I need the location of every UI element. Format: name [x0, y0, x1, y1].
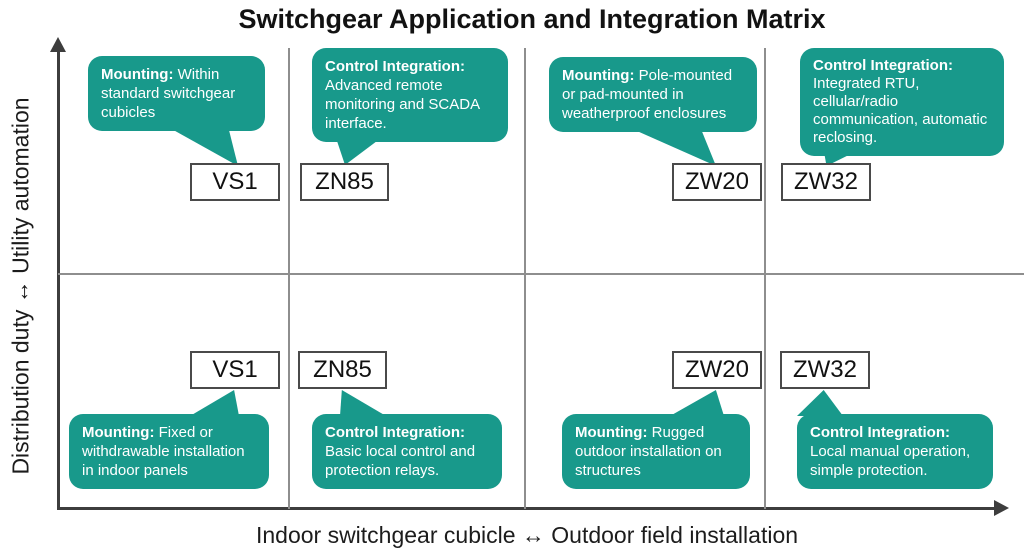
diagram-title: Switchgear Application and Integration M… — [238, 4, 826, 34]
product-box-zw20-top: ZW20 — [672, 163, 762, 201]
product-label: ZN85 — [315, 168, 374, 195]
callout-label: Control Integration: — [813, 57, 953, 74]
callout-label: Control Integration: — [325, 424, 465, 441]
callout-tail-zw20-top — [628, 127, 716, 166]
callout-zw20-top: Mounting: Pole-mounted or pad-mounted in… — [549, 57, 757, 132]
grid-divider-vertical-2 — [524, 48, 526, 509]
grid-divider-vertical-1 — [288, 48, 290, 509]
callout-label: Mounting: — [82, 424, 155, 441]
product-box-vs1-bottom: VS1 — [190, 351, 280, 389]
product-box-zn85-bottom: ZN85 — [298, 351, 387, 389]
callout-zw20-bottom: Mounting: Rugged outdoor installation on… — [562, 414, 750, 489]
product-box-zw32-top: ZW32 — [781, 163, 871, 201]
product-label: VS1 — [212, 356, 258, 383]
callout-vs1-bottom: Mounting: Fixed or withdrawable installa… — [69, 414, 269, 489]
callout-zw32-top: Control Integration: Integrated RTU, cel… — [800, 48, 1004, 156]
callout-tail-vs1-top — [168, 127, 238, 166]
product-label: ZW32 — [793, 168, 858, 195]
callout-text: Local manual operation, simple protectio… — [810, 443, 971, 479]
callout-text: Advanced remote monitoring and SCADA int… — [325, 77, 480, 132]
callout-vs1-top: Mounting: Within standard switchgear cub… — [88, 56, 265, 131]
x-axis-label: Indoor switchgear cubicle ↔ Outdoor fiel… — [255, 522, 799, 548]
callout-zn85-bottom: Control Integration: Basic local control… — [312, 414, 502, 489]
callout-text: Within standard switchgear cubicles — [101, 66, 236, 121]
callout-text: Integrated RTU, cellular/radio communica… — [813, 75, 988, 146]
callout-label: Mounting: — [101, 66, 174, 83]
y-axis-arrowhead-icon — [50, 37, 66, 52]
x-axis-line — [57, 507, 996, 510]
product-box-zw20-bottom: ZW20 — [672, 351, 762, 389]
grid-divider-vertical-3 — [764, 48, 766, 509]
callout-label: Control Integration: — [325, 58, 465, 75]
product-label: ZW20 — [684, 356, 749, 383]
product-box-zw32-bottom: ZW32 — [780, 351, 870, 389]
callout-tail-zw20-bottom — [670, 390, 724, 416]
callout-text: Fixed or withdrawable installation in in… — [82, 424, 245, 479]
product-label: VS1 — [212, 168, 258, 195]
product-label: ZW20 — [684, 168, 749, 195]
callout-tail-vs1-bottom — [190, 390, 239, 416]
callout-label: Mounting: — [562, 67, 635, 84]
callout-label: Control Integration: — [810, 424, 950, 441]
callout-tail-zn85-bottom — [340, 390, 386, 416]
grid-divider-horizontal — [58, 273, 1024, 275]
callout-text: Rugged outdoor installation on structure… — [575, 424, 722, 479]
y-axis-label: Distribution duty ↔ Utility automation — [7, 97, 34, 475]
product-box-zn85-top: ZN85 — [300, 163, 389, 201]
product-label: ZW32 — [792, 356, 857, 383]
product-label: ZN85 — [313, 356, 372, 383]
callout-text: Pole-mounted or pad-mounted in weatherpr… — [562, 67, 733, 122]
product-box-vs1-top: VS1 — [190, 163, 280, 201]
x-axis-arrowhead-icon — [994, 500, 1009, 516]
callout-tail-zw32-bottom — [797, 390, 843, 416]
y-axis-line — [57, 50, 60, 510]
callout-zn85-top: Control Integration: Advanced remote mon… — [312, 48, 508, 142]
callout-zw32-bottom: Control Integration: Local manual operat… — [797, 414, 993, 489]
callout-label: Mounting: — [575, 424, 648, 441]
callout-text: Basic local control and protection relay… — [325, 443, 476, 479]
